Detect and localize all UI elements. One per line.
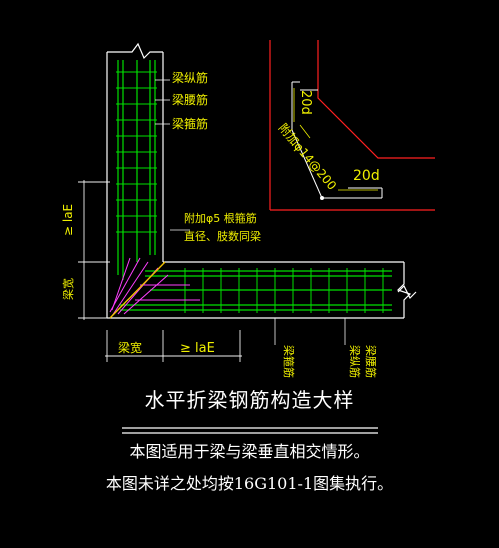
label-bottom-waist-rebar: 梁腰筋 [364,345,378,378]
detail-label-top-20d: 20d [298,90,313,115]
detail-rebars [291,81,383,199]
detail-label-side-20d: 20d [353,168,380,184]
label-stirrup: 梁箍筋 [172,116,208,131]
horizontal-stirrups [184,268,384,313]
detail-label-diagonal: 附加φ14@200 [276,121,339,193]
corner-diagonal [109,261,166,319]
note-line-1: 本图适用于梁与梁垂直相交情形。 [129,442,370,461]
title-separators [122,427,378,434]
label-lae-vertical: ≥ laE [61,204,75,236]
detail-dims [293,88,378,191]
break-symbol [397,284,417,300]
detail-node [320,196,324,200]
note-line-2: 本图未详之处均按16G101-1图集执行。 [105,474,394,493]
label-bottom-long-rebar: 梁纵筋 [348,345,362,378]
horizontal-longitudinal-rebars [120,270,392,311]
vertical-stirrups [116,71,157,233]
detail-outline [269,40,435,211]
label-long-rebar: 梁纵筋 [172,70,208,85]
label-beam-width-bottom: 梁宽 [118,340,142,355]
vertical-beam-outline [106,42,412,319]
dimension-lines [78,180,242,362]
label-bottom-stirrup: 梁箍筋 [282,345,296,378]
drawing-title: 水平折梁钢筋构造大样 [144,388,355,412]
leader-lines [155,79,346,345]
label-addl-stirrup-2: 直径、肢数同梁 [184,229,261,243]
label-beam-width-vertical: 梁宽 [61,278,75,300]
label-waist-rebar: 梁腰筋 [172,92,208,107]
vertical-longitudinal-rebars [117,60,156,280]
label-addl-stirrup-1: 附加φ5 根箍筋 [184,211,257,225]
corner-additional-stirrups [109,257,200,317]
label-lae-bottom: ≥ laE [180,341,215,356]
